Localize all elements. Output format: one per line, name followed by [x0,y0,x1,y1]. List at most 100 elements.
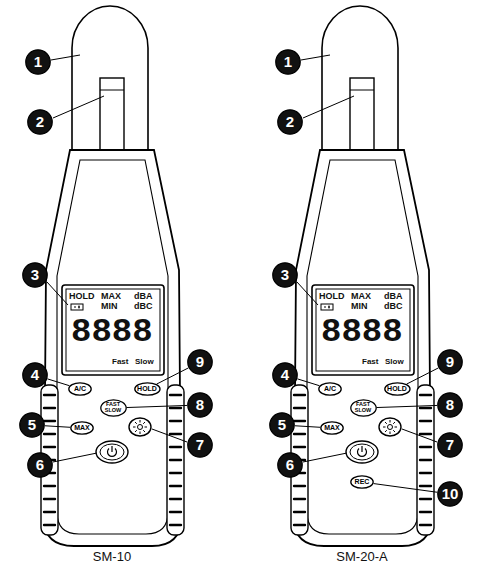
callout-number: 9 [437,349,463,375]
callout-circle [28,110,52,134]
meter-sm20a [291,6,437,546]
button-outline [319,383,341,395]
button-outline [351,476,373,488]
callout-circle [276,50,300,74]
lcd-indicator: MIN [351,302,368,311]
callout-label: 2 [286,114,294,130]
lcd-indicator: Slow [385,358,404,366]
button-outline [321,422,343,434]
lcd-digits: 8888 [71,315,153,349]
leader-line [295,426,320,428]
callout-number: 7 [437,432,463,458]
callout-number: 7 [187,432,213,458]
callout-label: 5 [278,417,286,433]
control-button: A/C [318,382,342,396]
callout-label: 10 [442,486,459,502]
callout-circle [26,50,50,74]
callout-label: 8 [446,397,454,413]
button-label: A/C [74,385,86,392]
lcd-indicator: MAX [101,292,121,301]
callout-number: 8 [187,392,213,418]
lcd-indicator: HOLD [319,292,345,301]
lcd-indicator: MIN [101,302,118,311]
callout-label: 9 [446,354,454,370]
callout-number: 3 [22,262,48,288]
button-label: MAX [74,424,90,431]
button-label: HOLD [137,385,157,392]
callout-circle [28,453,52,477]
button-outline [71,422,93,434]
callout-number: 2 [277,109,303,135]
lcd-indicator: dBC [384,302,403,311]
lcd-indicator: Fast [362,358,378,366]
callout-circle [438,482,462,506]
button-outline [384,383,409,395]
control-button: HOLD [384,382,411,396]
callout-circle [278,453,302,477]
button-label: FAST SLOW [103,402,123,414]
control-button: FAST SLOW [350,399,377,417]
control-button: MAX [70,421,94,435]
callout-number: 4 [22,362,48,388]
button-label: HOLD [387,385,407,392]
meter-sm10 [41,6,187,546]
callout-circle [188,393,212,417]
button-label: MAX [324,424,340,431]
callout-label: 6 [36,457,44,473]
callout-label: 2 [36,114,44,130]
leader-line [407,368,439,384]
callout-label: 9 [196,354,204,370]
model-caption: SM-20-A [336,550,387,563]
callout-circle [438,350,462,374]
callout-circle [188,433,212,457]
callout-number: 8 [437,392,463,418]
callout-circle [20,413,44,437]
callout-number: 6 [277,452,303,478]
callout-label: 7 [196,437,204,453]
lcd-indicator: MAX [351,292,371,301]
lcd-indicator: Slow [135,358,154,366]
callout-circle [438,393,462,417]
callout-circle [23,363,47,387]
callout-number: 10 [437,481,463,507]
lcd-indicator: dBC [134,302,153,311]
button-label: FAST SLOW [353,402,373,414]
leader-line [45,426,70,428]
leader-line [47,379,69,386]
button-outline [350,400,375,416]
lcd-indicator: HOLD [69,292,95,301]
button-label: A/C [324,385,336,392]
lcd-indicator: dBA [134,292,153,301]
button-outline [100,400,125,416]
callout-number: 4 [272,362,298,388]
callout-label: 3 [281,267,289,283]
leader-line [157,368,189,384]
callout-number: 9 [187,349,213,375]
control-button: FAST SLOW [100,399,127,417]
button-label: REC [355,478,370,485]
callout-label: 1 [284,54,292,70]
callout-label: 3 [31,267,39,283]
callout-label: 4 [281,367,289,383]
callout-number: 6 [27,452,53,478]
callout-number: 1 [275,49,301,75]
leader-line [126,405,187,407]
button-outline [134,383,159,395]
leader-line [297,379,319,386]
model-caption: SM-10 [93,550,131,563]
callout-circle [273,263,297,287]
callout-circle [438,433,462,457]
callout-label: 6 [286,457,294,473]
callout-circle [188,350,212,374]
callout-label: 7 [446,437,454,453]
callout-circle [270,413,294,437]
callout-label: 5 [28,417,36,433]
leader-line [374,484,437,493]
callout-label: 4 [31,367,39,383]
callout-number: 3 [272,262,298,288]
lcd-digits: 8888 [321,315,403,349]
control-button: A/C [68,382,92,396]
